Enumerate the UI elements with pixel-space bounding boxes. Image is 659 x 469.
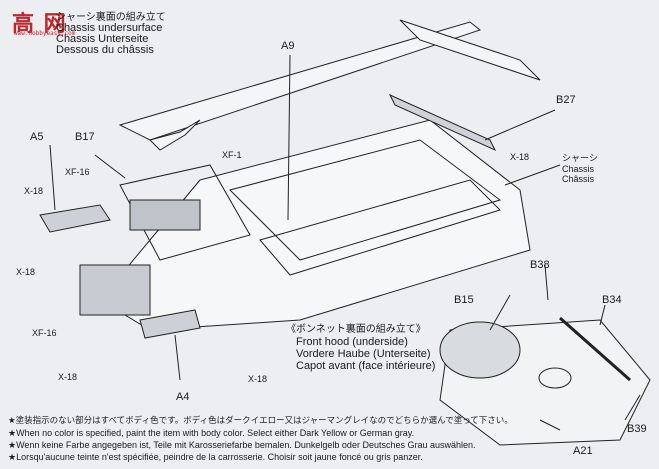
leader-b27	[484, 109, 556, 141]
label-b27: B27	[556, 94, 576, 106]
label-b34: B34	[602, 294, 622, 306]
chassis-label-en: Chassis	[562, 164, 595, 174]
leader-a4	[174, 334, 181, 381]
label-a9: A9	[281, 40, 295, 52]
label-b38: B38	[530, 259, 550, 271]
step-title: シャーシ裏面の組み立て Chassis undersurface Chassis…	[56, 12, 166, 56]
gearbox	[129, 199, 201, 231]
label-x18-bottom-mid: X-18	[248, 374, 268, 384]
label-a4: A4	[176, 391, 190, 403]
leader-a5	[49, 144, 56, 211]
step-title-de: Chassis Unterseite	[56, 33, 149, 45]
label-x18-lower-left: X-18	[16, 267, 36, 277]
note-fr: ★Lorsqu'aucune teinte n'est spécifiée, p…	[8, 452, 423, 462]
chassis-label-jp: シャーシ	[562, 154, 598, 164]
leader-chassis	[504, 164, 561, 186]
engine-block	[79, 264, 151, 316]
logo-text: 高 网	[12, 12, 67, 37]
hood-title-jp: 《ボンネット裏面の組み立て》	[286, 324, 426, 335]
frame-a9	[118, 21, 482, 141]
watermark-logo: 高 网 www.hobbyeasy.com	[8, 6, 76, 37]
label-a21: A21	[573, 445, 593, 457]
leader-b38	[544, 264, 549, 301]
note-en: ★When no color is specified, paint the i…	[8, 428, 415, 438]
leader-b15	[489, 294, 511, 331]
label-b15: B15	[454, 294, 474, 306]
note-de: ★Wenn keine Farbe angegeben ist, Teile m…	[8, 440, 476, 450]
label-a5: A5	[30, 131, 44, 143]
leader-b17	[94, 154, 126, 179]
part-b17	[119, 164, 251, 261]
floor-panel-lower	[259, 179, 501, 276]
leader-a21	[539, 419, 561, 431]
leader-a9	[287, 54, 291, 221]
label-b17: B17	[75, 131, 95, 143]
muffler-a4	[139, 309, 201, 339]
hood-recess	[538, 367, 572, 389]
note-jp: ★塗装指示のない部分はすべてボディ色です。ボディ色はダークイエロー又はジャーマン…	[8, 416, 513, 426]
hood-title-de: Vordere Haube (Unterseite)	[296, 348, 431, 360]
frame-a9-end	[149, 119, 201, 151]
label-x18-left: X-18	[24, 186, 44, 196]
label-xf1: XF-1	[222, 150, 242, 160]
label-xf16-bottom: XF-16	[32, 328, 57, 338]
hood-title-en: Front hood (underside)	[296, 336, 408, 348]
frame-a9-head	[399, 19, 541, 81]
label-xf16-top: XF-16	[65, 167, 90, 177]
leader-b39	[624, 394, 641, 421]
label-x18-right: X-18	[510, 152, 530, 162]
step-title-en: Chassis undersurface	[56, 22, 163, 34]
part-b27	[388, 93, 497, 152]
floor-panel-upper	[229, 139, 502, 261]
label-b39: B39	[627, 423, 647, 435]
hood-b15	[439, 321, 521, 379]
rod-b34	[559, 316, 631, 382]
paint-notes: ★塗装指示のない部分はすべてボディ色です。ボディ色はダークイエロー又はジャーマン…	[8, 415, 513, 463]
leader-b34	[599, 304, 606, 326]
logo-url: www.hobbyeasy.com	[14, 30, 76, 37]
hood-title-fr: Capot avant (face intérieure)	[296, 360, 436, 372]
chassis-label: シャーシ Chassis Châssis	[562, 154, 598, 184]
hood-title: 《ボンネット裏面の組み立て》 Front hood (underside) Vo…	[286, 324, 435, 372]
step-title-fr: Dessous du châssis	[56, 44, 154, 56]
label-x18-bottom-left: X-18	[58, 372, 78, 382]
muffler-a5	[39, 204, 111, 233]
step-title-jp: シャーシ裏面の組み立て	[56, 12, 166, 23]
chassis-label-fr: Châssis	[562, 174, 595, 184]
